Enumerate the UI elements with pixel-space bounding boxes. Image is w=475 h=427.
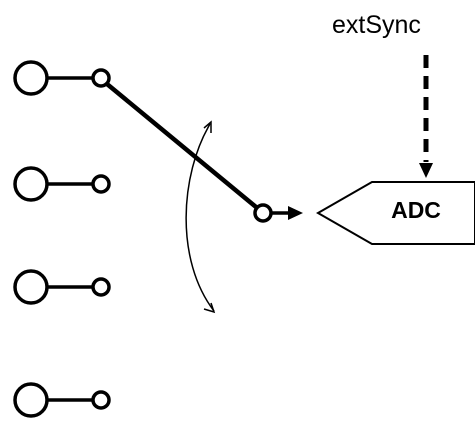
ext-sync-label: extSync: [332, 11, 421, 39]
input-terminal-4: [13, 382, 111, 418]
input-terminal-2-node: [91, 174, 111, 194]
input-terminal-4-big-circle: [13, 382, 49, 418]
input-terminal-4-node: [91, 390, 111, 410]
input-terminal-1-big-circle: [13, 60, 49, 96]
arrow-right-icon: [271, 206, 303, 220]
input-terminal-3-big-circle: [13, 269, 49, 305]
switch-common-node: [253, 203, 273, 223]
input-terminal-1: [13, 60, 111, 96]
input-terminal-3-node: [91, 277, 111, 297]
adc-block: [315, 181, 475, 245]
input-terminal-2: [13, 166, 111, 202]
switch-arm: [104, 81, 259, 210]
input-terminal-3: [13, 269, 111, 305]
adc-label: ADC: [391, 197, 441, 223]
input-terminal-1-node: [91, 68, 111, 88]
double-headed-curved-arrow-icon: [185, 120, 216, 314]
dashed-arrow-down-icon: [419, 55, 433, 178]
input-terminal-2-big-circle: [13, 166, 49, 202]
